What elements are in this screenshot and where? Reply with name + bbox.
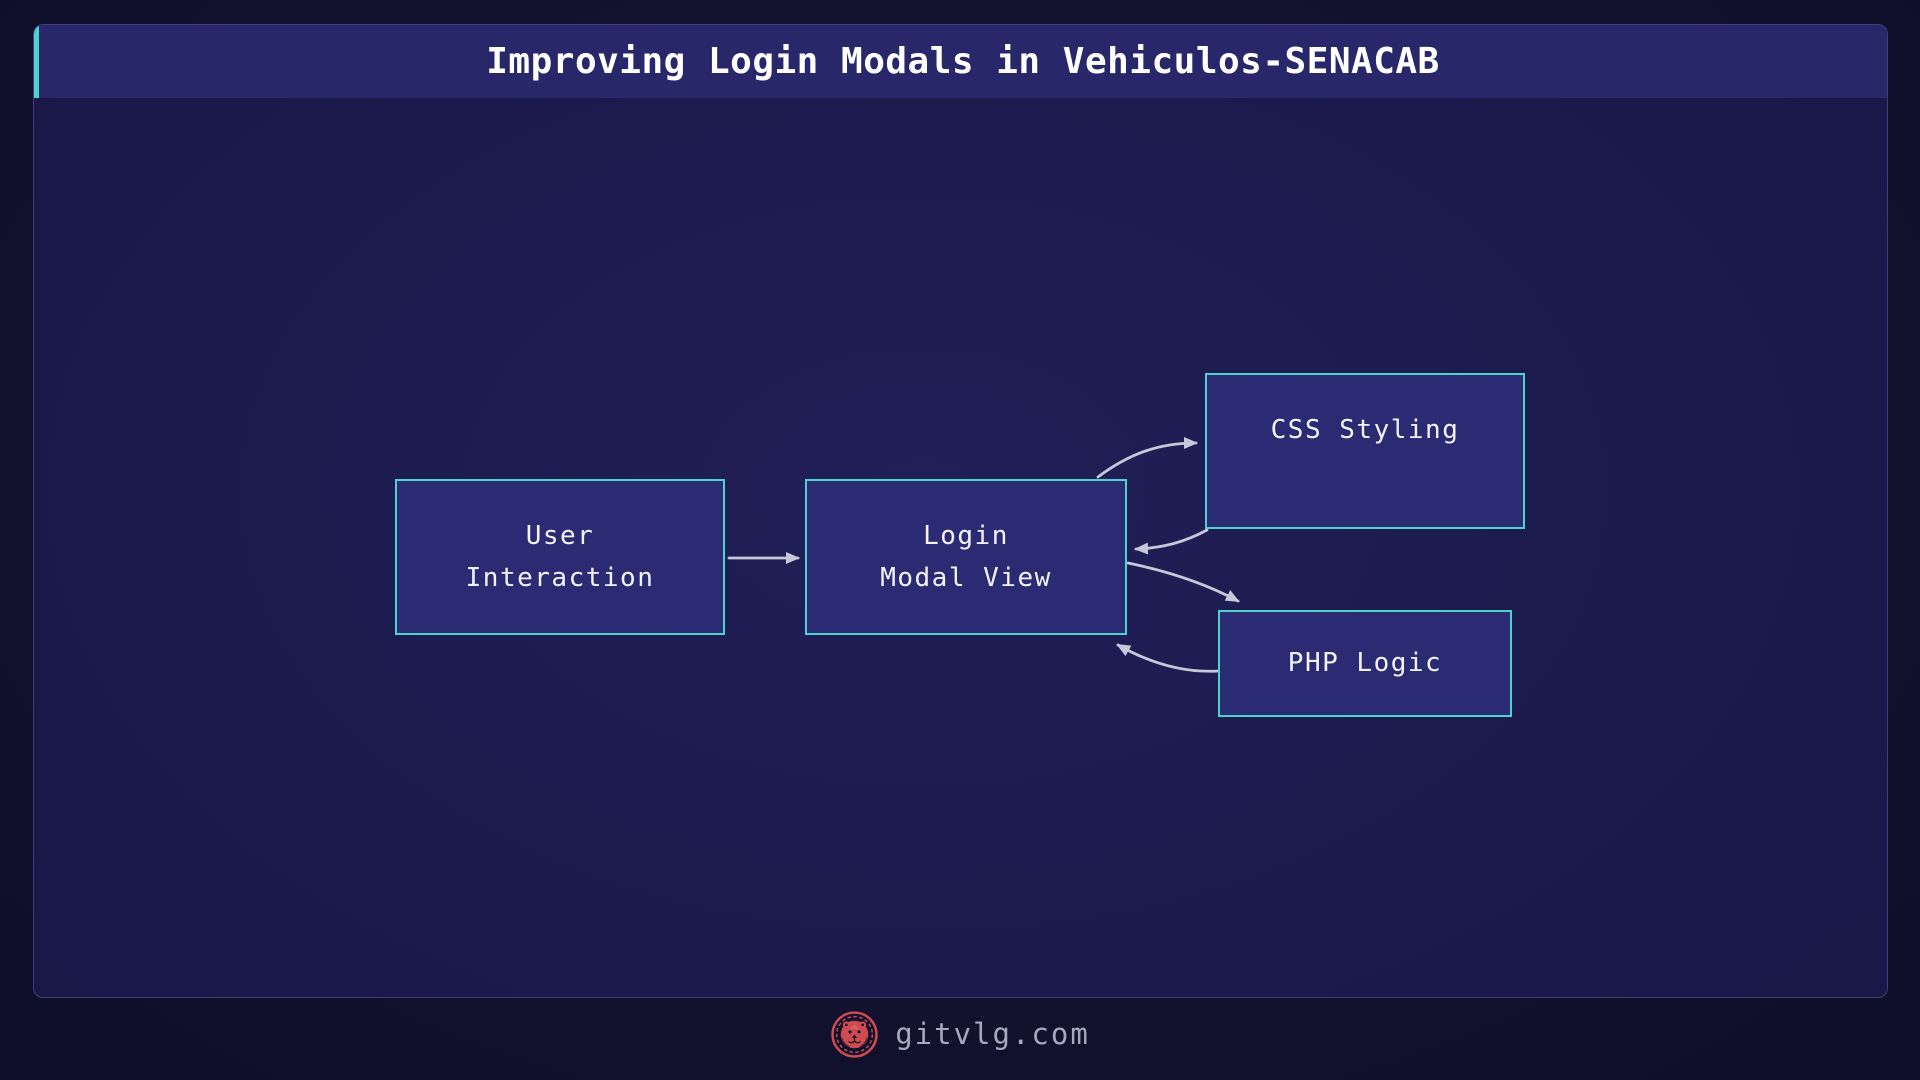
node-php-logic[interactable]: PHP Logic (1218, 610, 1512, 717)
diagram-panel: Improving Login Modals in Vehiculos-SENA… (33, 24, 1888, 998)
lion-emblem-icon (830, 1010, 879, 1059)
node-login-modal-view[interactable]: Login Modal View (805, 479, 1127, 635)
node-css-styling[interactable]: CSS Styling (1205, 373, 1525, 529)
node-user-interaction[interactable]: User Interaction (395, 479, 725, 635)
title-bar: Improving Login Modals in Vehiculos-SENA… (34, 25, 1887, 98)
footer-brand[interactable]: gitvlg.com (895, 1017, 1090, 1051)
footer: gitvlg.com (0, 1006, 1920, 1062)
page-title: Improving Login Modals in Vehiculos-SENA… (486, 41, 1440, 82)
